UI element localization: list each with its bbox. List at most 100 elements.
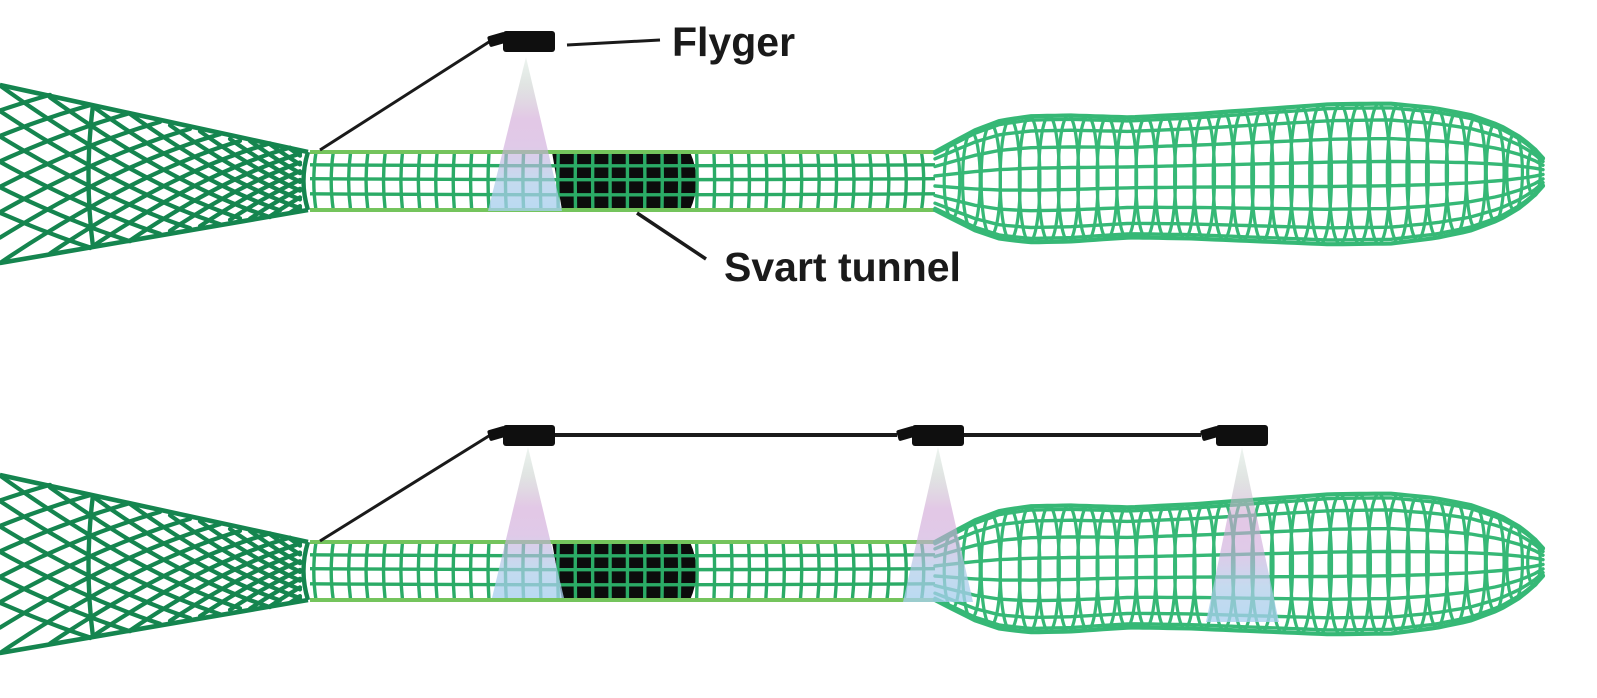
flyger-body — [912, 425, 964, 446]
codend-ring — [1076, 504, 1100, 632]
tunnel-column-line — [729, 151, 734, 211]
codend-ring — [1173, 113, 1197, 240]
codend-mesh — [932, 101, 1546, 247]
tunnel-column-line — [381, 151, 387, 211]
light-beam — [492, 447, 564, 598]
tunnel-column-line — [867, 151, 874, 211]
funnel-top-edge — [0, 82, 309, 155]
tunnel-row-line — [309, 192, 936, 197]
codend-ring — [1134, 504, 1158, 630]
codend-ring — [1114, 505, 1139, 630]
flyger-tow-rope — [319, 38, 493, 152]
tunnel-row-line — [309, 553, 936, 558]
funnel-mesh-line — [267, 532, 303, 557]
tunnel-column-line — [399, 541, 405, 601]
codend-ring — [1056, 503, 1081, 634]
codend-mesh — [932, 491, 1546, 637]
funnel-mesh-line — [0, 103, 93, 138]
flyger-connector — [1200, 426, 1220, 441]
funnel-top-edge — [0, 472, 309, 545]
tunnel-column-line — [451, 541, 457, 601]
funnel-mesh-line — [0, 493, 93, 528]
funnel-seam — [86, 494, 96, 638]
funnel-mesh-line — [267, 142, 303, 167]
tunnel-row-line — [309, 567, 936, 572]
codend-lat-line — [932, 101, 1546, 161]
funnel-end-ring — [301, 541, 311, 601]
codend-lat-line — [933, 172, 1545, 192]
tunnel-column-line — [364, 151, 370, 211]
tunnel-column-line — [885, 151, 891, 211]
codend-ring — [1192, 111, 1217, 241]
tunnel-column-line — [486, 541, 491, 601]
tunnel-column-line — [850, 151, 856, 211]
tunnel-column-line — [381, 541, 387, 601]
funnel-mesh-line — [127, 501, 303, 601]
codend-ring — [1153, 503, 1178, 630]
funnel-mesh-line — [227, 526, 303, 574]
codend-lat-line — [933, 180, 1545, 230]
single-flyger-trawl — [0, 31, 1546, 266]
codend-lat-line — [932, 183, 1546, 247]
tunnel-column-line — [781, 151, 786, 211]
funnel-seam — [86, 104, 96, 248]
tunnel-column-line — [781, 541, 786, 601]
funnel-mesh-line — [247, 138, 303, 176]
tunnel-column-line — [867, 541, 874, 601]
codend-ring — [1076, 114, 1100, 242]
tunnel-column-line — [746, 541, 752, 601]
tunnel-mesh — [309, 150, 936, 212]
tunnel-column-line — [434, 151, 439, 211]
tunnel-column-line — [729, 541, 734, 601]
tunnel-column-line — [902, 151, 908, 211]
funnel-mesh — [0, 82, 311, 266]
funnel-mesh-line — [0, 575, 133, 634]
tunnel-column-line — [712, 151, 717, 211]
tunnel-column-line — [416, 151, 422, 211]
funnel-mesh-line — [0, 119, 163, 189]
triple-flyger-trawl — [0, 425, 1546, 656]
tunnel-column-line — [764, 541, 769, 601]
codend-ring — [998, 507, 1022, 632]
tunnel-column-line — [816, 541, 821, 601]
funnel-mesh-line — [0, 138, 243, 266]
tunnel-column-line — [746, 151, 752, 211]
funnel-mesh-line — [47, 95, 273, 220]
codend-ring — [1056, 113, 1081, 244]
tunnel-column-line — [434, 541, 439, 601]
tunnel-column-line — [346, 541, 353, 601]
funnel-mesh-line — [127, 111, 303, 211]
tunnel-column-line — [833, 541, 839, 601]
codend-ring — [1173, 503, 1197, 630]
funnel-mesh-line — [0, 499, 223, 617]
flyger-label: Flyger — [672, 19, 795, 65]
flyger-pointer-line — [566, 38, 661, 47]
codend-lat-line — [932, 573, 1546, 637]
tunnel-column-line — [798, 151, 804, 211]
tunnel-column-line — [816, 151, 821, 211]
funnel-mesh-line — [197, 169, 303, 229]
tunnel-column-line — [919, 151, 926, 211]
light-beam — [488, 57, 562, 211]
tunnel-column-line — [468, 541, 474, 601]
tunnel-column-line — [694, 151, 699, 211]
tunnel-column-line — [329, 151, 335, 211]
funnel-mesh-line — [0, 210, 93, 250]
codend-ring — [1444, 500, 1469, 626]
codend-lat-line — [933, 106, 1545, 161]
tunnel-row-line — [309, 163, 936, 168]
codend-lat-line — [933, 573, 1545, 632]
flyger-device — [487, 425, 555, 446]
codend-ring — [1017, 504, 1042, 634]
funnel-bottom-edge — [0, 207, 309, 266]
funnel-mesh-line — [227, 136, 303, 184]
funnel-mesh-line — [197, 129, 303, 193]
funnel-mesh-line — [87, 492, 283, 603]
funnel-mesh-line — [247, 528, 303, 566]
funnel-mesh-line — [0, 528, 243, 656]
flyger-device — [896, 425, 964, 446]
light-beam — [903, 447, 973, 602]
funnel-mesh-line — [87, 102, 283, 213]
